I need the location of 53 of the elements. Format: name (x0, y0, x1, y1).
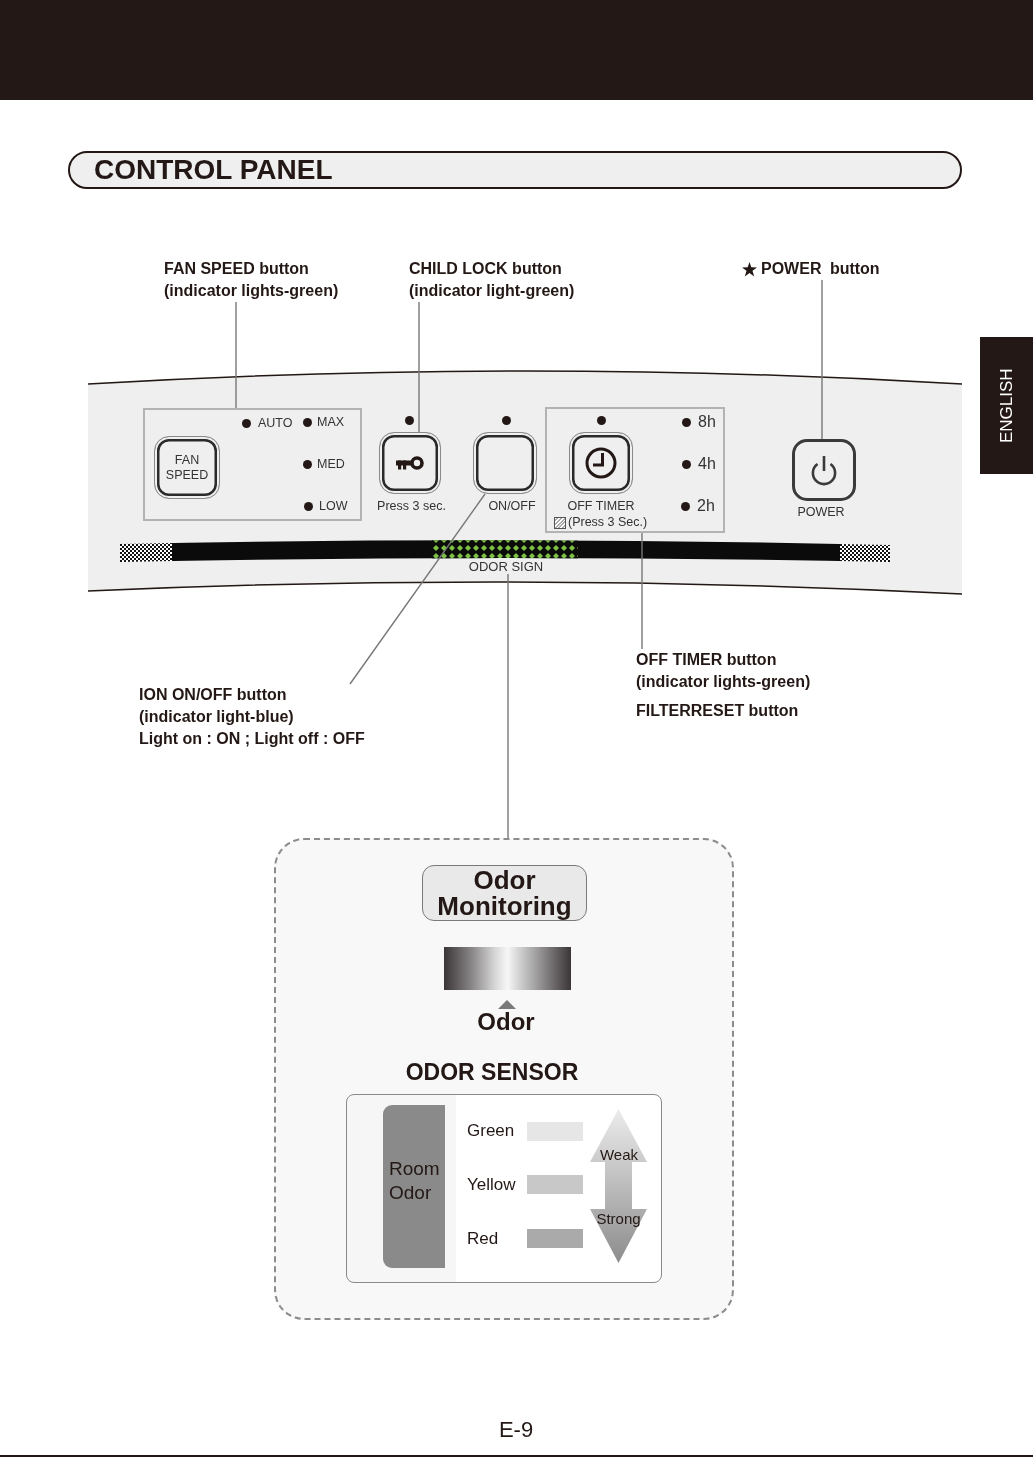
button-caption: Press 3 sec. (377, 499, 446, 514)
leader-line (349, 493, 486, 685)
indicator-label: 4h (698, 455, 716, 473)
callout-label: CHILD LOCK button (409, 259, 562, 279)
control-panel (88, 370, 962, 596)
fan-speed-group-box (143, 408, 362, 521)
fan-speed-button: FAN SPEED (154, 436, 220, 499)
callout-label: (indicator light-blue) (139, 707, 294, 727)
scale-label: Weak (599, 1146, 639, 1163)
ion-button (473, 432, 537, 494)
legend-label: Red (467, 1229, 499, 1249)
leader-line (821, 279, 823, 440)
callout-label: FILTERRESET button (636, 701, 799, 721)
indicator-label: MED (317, 456, 345, 472)
indicator-label: LOW (319, 498, 348, 514)
callout-label: POWER button (761, 259, 880, 279)
off-timer-button (569, 432, 633, 494)
callout-label: (indicator lights-green) (164, 281, 339, 301)
callout-label: FAN SPEED button (164, 259, 309, 279)
timer-group-box (545, 407, 725, 533)
leader-line (235, 301, 237, 409)
callout-label: OFF TIMER button (636, 650, 777, 670)
odor-sensor-box (346, 1094, 662, 1283)
callout-label: (indicator light-green) (409, 281, 575, 301)
callout-label: Light on : ON ; Light off : OFF (139, 729, 365, 749)
scale-label: Strong (596, 1210, 641, 1227)
leader-line (641, 532, 643, 650)
button-caption: ON/OFF (488, 499, 536, 514)
odor-detail-panel (274, 838, 734, 1320)
section-title-bar: CONTROL PANEL (68, 151, 962, 189)
indicator-label: 2h (697, 497, 715, 515)
odor-gradient-bar (444, 947, 571, 990)
language-tab: ENGLISH (980, 337, 1033, 474)
legend-label: Yellow (467, 1175, 516, 1195)
page-number: E-9 (498, 1417, 534, 1443)
sensor-heading: ODOR SENSOR (405, 1059, 579, 1085)
button-caption: (Press 3 Sec.) (568, 515, 648, 530)
callout-label: (indicator lights-green) (636, 672, 811, 692)
child-lock-button (379, 432, 441, 494)
leader-line (507, 573, 509, 839)
odor-sign-label: ODOR SIGN (468, 559, 544, 574)
leader-line (418, 301, 420, 433)
callout-label: ION ON/OFF button (139, 685, 287, 705)
button-caption: OFF TIMER (567, 499, 635, 514)
button-caption: POWER (797, 505, 845, 520)
odor-label: Odor (477, 1008, 535, 1036)
indicator-label: AUTO (258, 415, 293, 431)
title-pill: Odor Monitoring (422, 865, 587, 921)
indicator-label: 8h (698, 413, 716, 431)
legend-label: Green (467, 1121, 515, 1141)
power-button (792, 439, 856, 501)
room-odor-bar: Room Odor (383, 1105, 445, 1268)
indicator-label: MAX (317, 414, 345, 430)
